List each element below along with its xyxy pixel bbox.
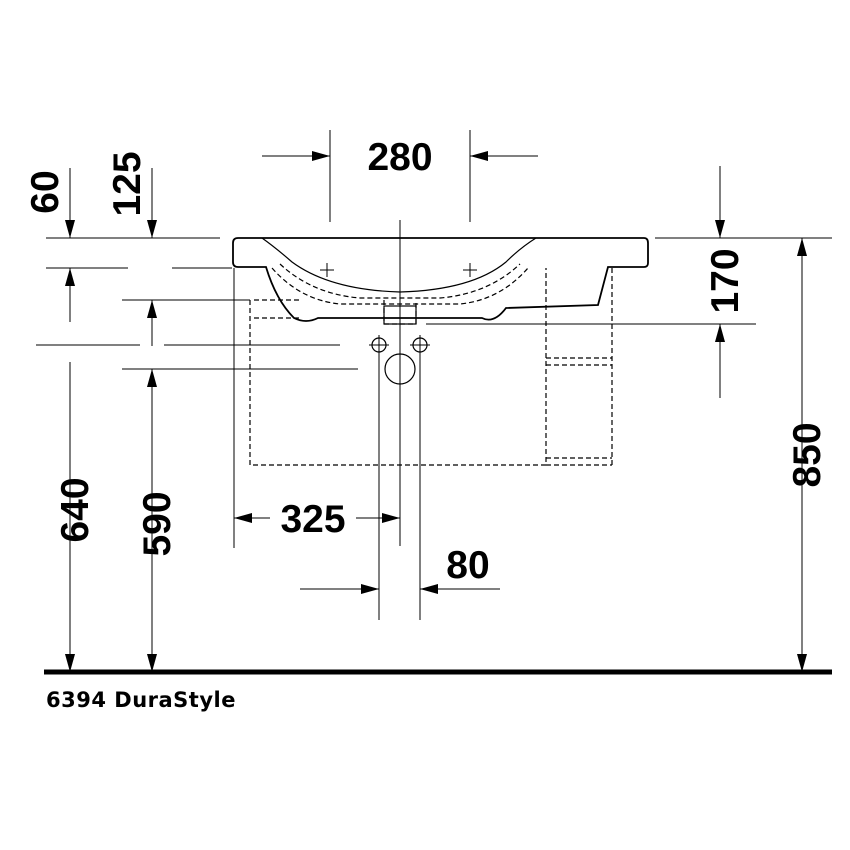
dim-label-280: 280 (367, 136, 432, 179)
washbasin (232, 237, 649, 325)
dim-label-60: 60 (24, 170, 67, 213)
dimension-590: 590 (122, 299, 358, 672)
dim-label-170: 170 (704, 248, 747, 313)
waste-pipe-circle (384, 353, 416, 385)
dim-label-640: 640 (54, 477, 97, 542)
dimension-640: 640 (36, 268, 340, 672)
tap-hole-left (320, 263, 334, 277)
waste-pipes (369, 335, 430, 620)
dimension-125: 125 (106, 151, 157, 238)
tap-hole-right (463, 263, 477, 277)
dim-label-590: 590 (136, 491, 179, 556)
dim-label-850: 850 (786, 422, 829, 487)
dimension-80: 80 (300, 544, 500, 594)
product-label: 6394 DuraStyle (46, 688, 236, 712)
basin-rim (232, 237, 649, 322)
dimension-60: 60 (24, 168, 232, 269)
dimension-850: 850 (786, 238, 829, 672)
dim-label-325: 325 (280, 498, 345, 541)
dim-label-80: 80 (446, 544, 489, 587)
dimension-325: 325 (233, 268, 400, 548)
dimension-280: 280 (262, 130, 538, 222)
vanity-unit-hidden (249, 268, 613, 466)
dimension-170: 170 (426, 166, 832, 398)
dim-label-125: 125 (106, 151, 149, 216)
